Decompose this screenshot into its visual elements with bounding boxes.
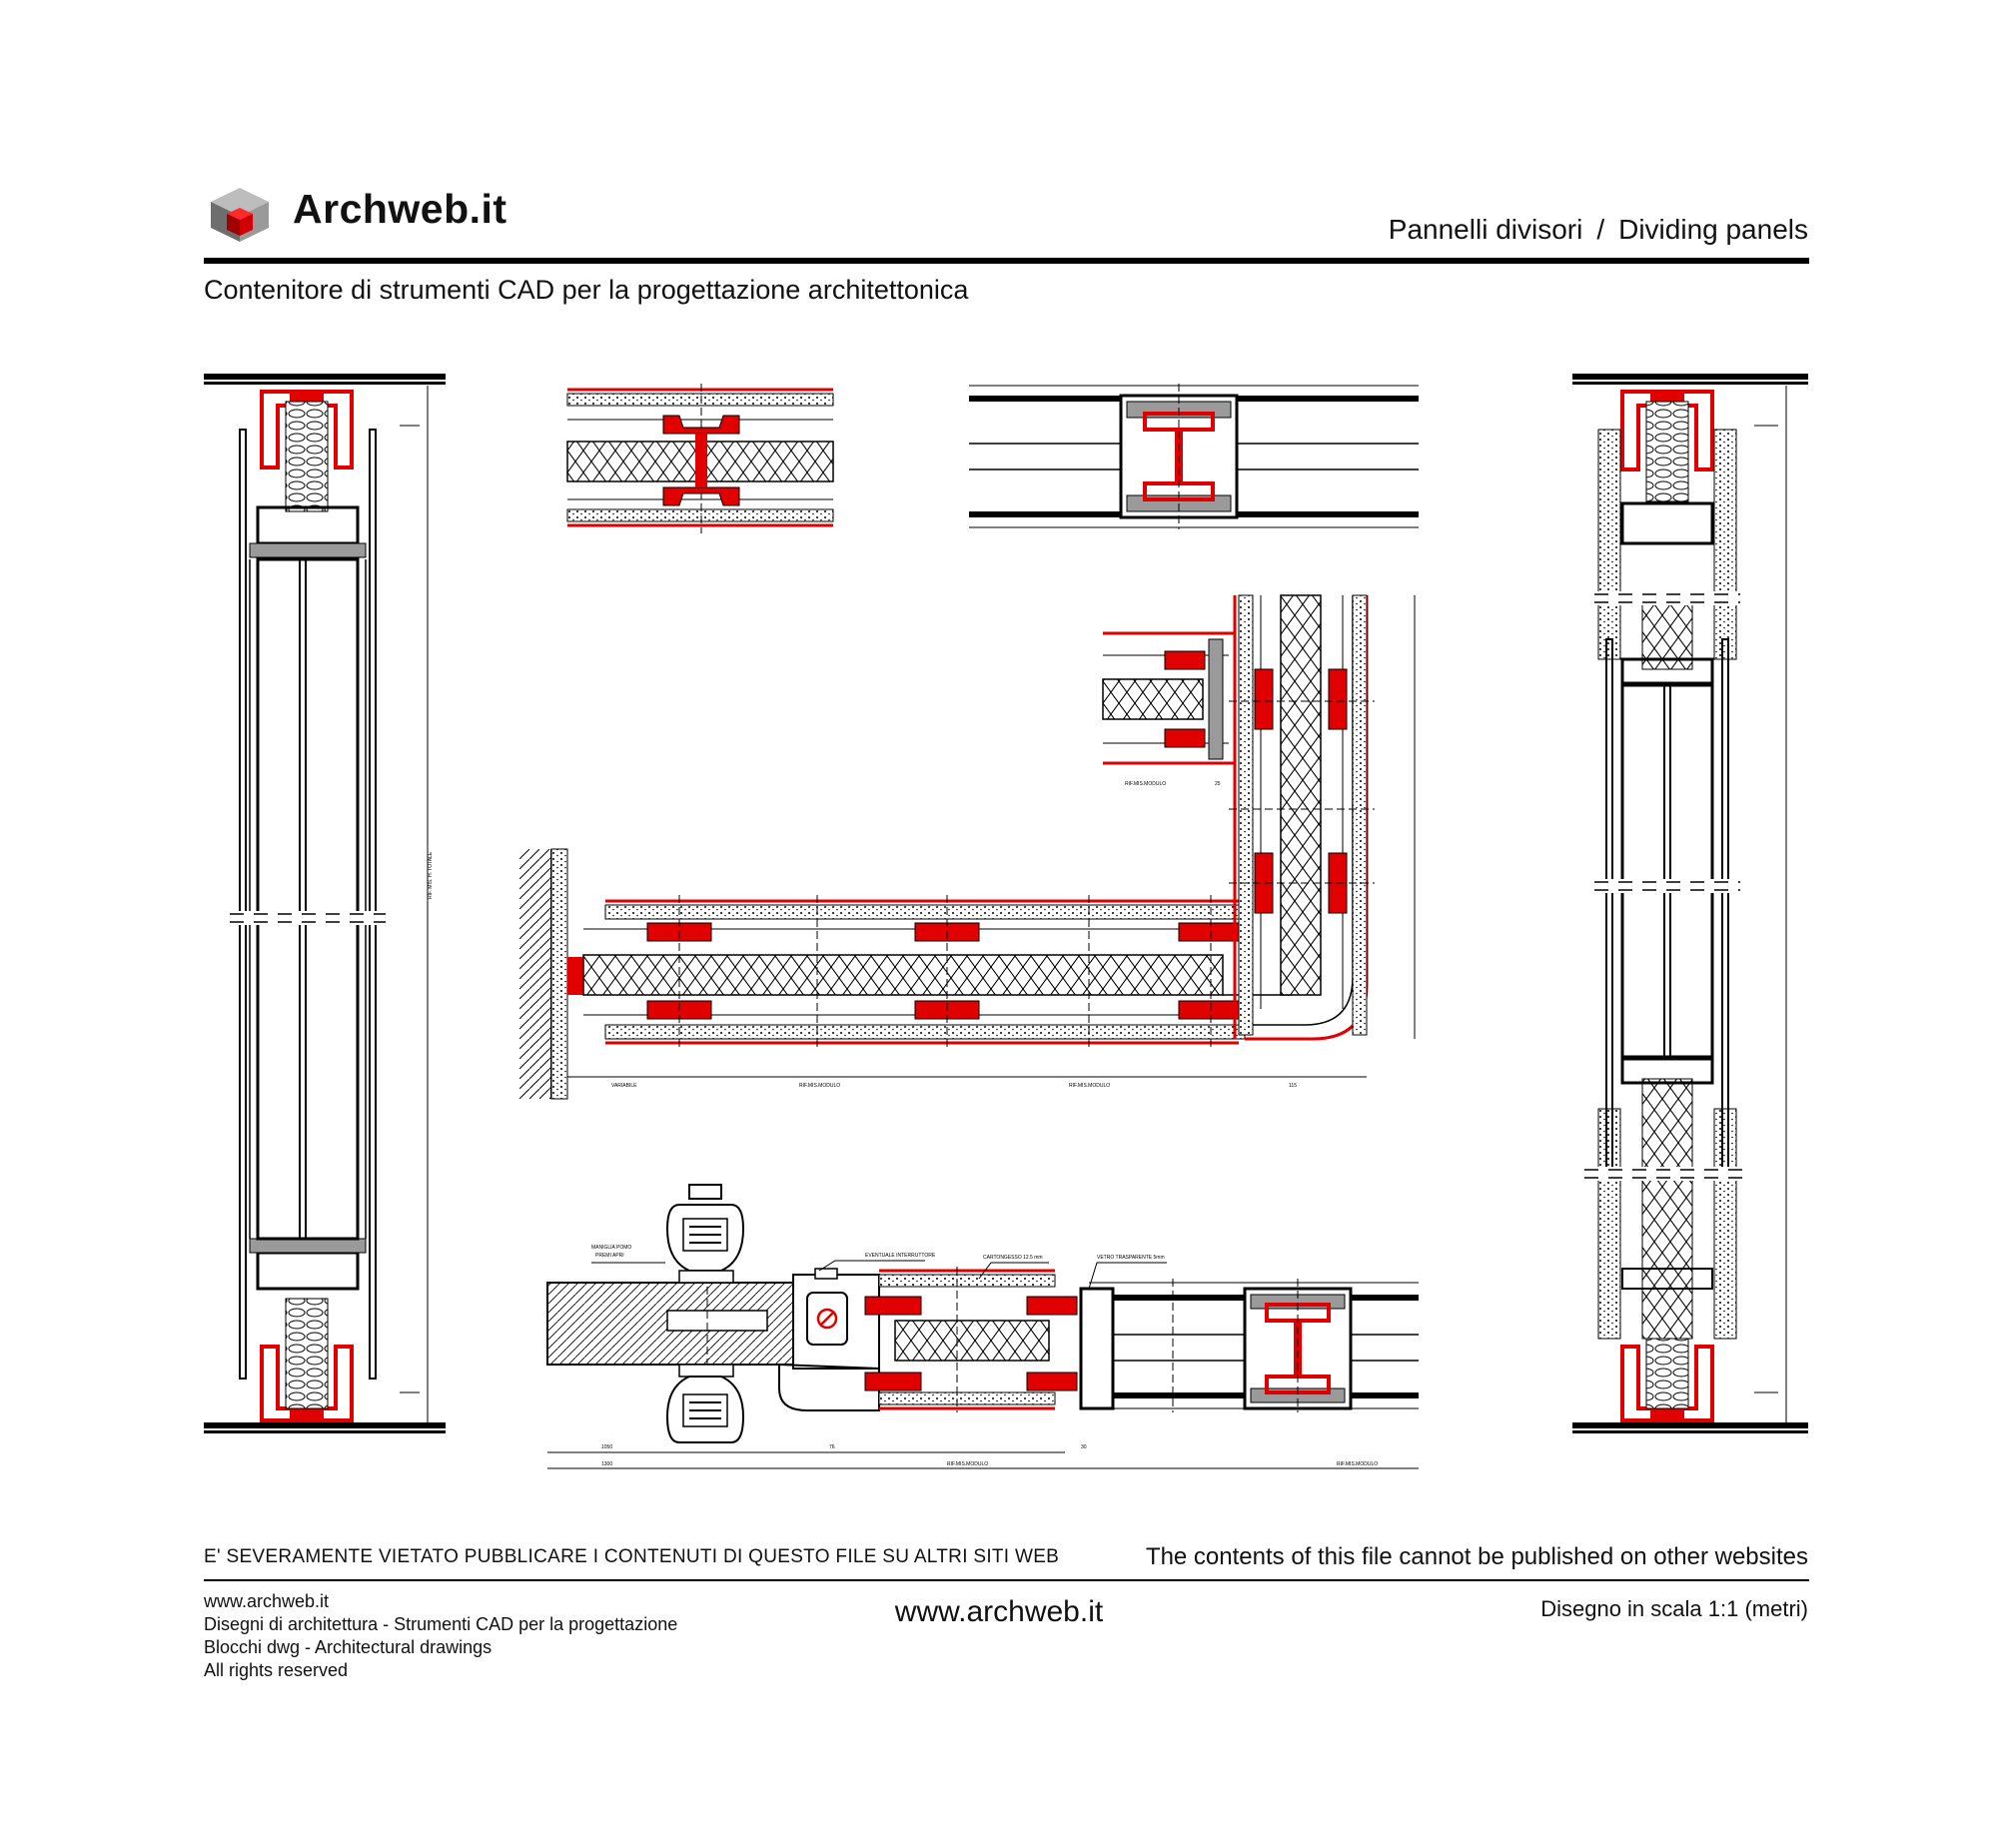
footer-credit-line: www.archweb.it bbox=[204, 1591, 330, 1611]
dim-1300: 1300 bbox=[601, 1461, 612, 1467]
plan-detail-solid-panel bbox=[566, 384, 834, 533]
footer-credit-line: All rights reserved bbox=[204, 1660, 349, 1680]
footer-credits: www.archweb.it Disegni di architettura -… bbox=[204, 1590, 677, 1682]
dim-76: 76 bbox=[829, 1444, 835, 1450]
dim-25: 25 bbox=[1215, 781, 1221, 787]
label-handle-1: MANIGLIA POMO bbox=[591, 1245, 631, 1251]
handle-knob-bottom bbox=[665, 1364, 745, 1443]
footer-rule bbox=[204, 1579, 1809, 1581]
dim-115: 115 bbox=[1289, 1083, 1297, 1089]
footer-website: www.archweb.it bbox=[894, 1595, 1104, 1628]
corner-plan-detail: VARIABILE RIF.MIS.MODULO RIF.MIS.MODULO … bbox=[519, 594, 1416, 1100]
dim-module-3: RIF.MIS.MODULO bbox=[1125, 781, 1166, 787]
dim-label: RIF. MIS. H. TOTALE bbox=[428, 851, 434, 899]
category-italian: Pannelli divisori bbox=[1388, 214, 1583, 245]
label-plasterboard: CARTONGESSO 12.5 mm bbox=[983, 1255, 1043, 1261]
label-handle-2: PREMI APRI bbox=[595, 1253, 624, 1259]
plan-detail-glass-panel bbox=[969, 384, 1419, 529]
label-glass: VETRO TRASPARENTE 5mm bbox=[1097, 1255, 1165, 1261]
category-english: Dividing panels bbox=[1618, 214, 1808, 245]
copyright-warning-italian: E' SEVERAMENTE VIETATO PUBBLICARE I CONT… bbox=[204, 1546, 1060, 1567]
drawing-scale: Disegno in scala 1:1 (metri) bbox=[1540, 1596, 1808, 1621]
door-plan-detail: MANIGLIA POMO PREMI APRI EVENTUALE INTER… bbox=[546, 1184, 1419, 1469]
dim-module-2: RIF.MIS.MODULO bbox=[1069, 1083, 1110, 1089]
right-vertical-section bbox=[1572, 374, 1808, 1433]
dim-30: 30 bbox=[1081, 1444, 1087, 1450]
copyright-warning-english: The contents of this file cannot be publ… bbox=[1145, 1543, 1808, 1570]
footer-credit-line: Blocchi dwg - Architectural drawings bbox=[204, 1637, 493, 1657]
handle-knob-top bbox=[665, 1184, 745, 1284]
left-vertical-section: RIF. MIS. H. TOTALE bbox=[204, 374, 446, 1433]
category-separator: / bbox=[1596, 214, 1605, 245]
archweb-logo-icon bbox=[211, 188, 269, 242]
page-category: Pannelli divisori / Dividing panels bbox=[1389, 214, 1808, 246]
dim-module-1: RIF.MIS.MODULO bbox=[799, 1083, 840, 1089]
page-subtitle: Contenitore di strumenti CAD per la prog… bbox=[204, 275, 969, 305]
footer-credit-line: Disegni di architettura - Strumenti CAD … bbox=[204, 1614, 678, 1634]
brand-name: Archweb.it bbox=[293, 186, 507, 232]
label-switch: EVENTUALE INTERRUTTORE bbox=[865, 1253, 936, 1259]
dim-variabile: VARIABILE bbox=[611, 1083, 637, 1089]
header-rule bbox=[204, 258, 1809, 264]
dim-module-4: RIF.MIS.MODULO bbox=[947, 1461, 988, 1467]
dim-1050: 1050 bbox=[601, 1444, 612, 1450]
dim-module-5: RIF.MIS.MODULO bbox=[1337, 1461, 1378, 1467]
